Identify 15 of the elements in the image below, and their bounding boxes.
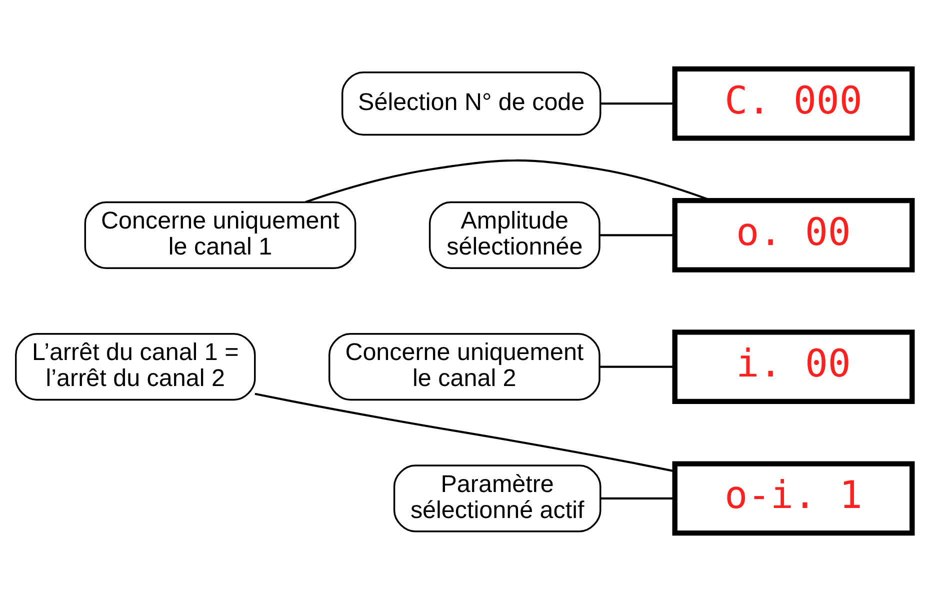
connector — [254, 392, 675, 472]
connector — [600, 496, 675, 499]
node-box: o-i. 1 — [672, 460, 915, 536]
node-box: i. 00 — [672, 329, 915, 404]
node-box: L’arrêt du canal 1 = l’arrêt du canal 2 — [15, 332, 256, 400]
node-box: C. 000 — [672, 66, 915, 140]
node-box: Paramètre sélectionné actif — [393, 464, 602, 532]
node-box: Concerne uniquement le canal 1 — [84, 200, 356, 268]
node-box: o. 00 — [672, 197, 915, 272]
node-box: Concerne uniquement le canal 2 — [328, 332, 600, 400]
connector — [600, 365, 675, 368]
node-box: Amplitude sélectionnée — [428, 200, 600, 268]
connector — [600, 234, 675, 236]
connector — [600, 102, 675, 104]
node-box: Sélection N° de code — [341, 71, 602, 136]
